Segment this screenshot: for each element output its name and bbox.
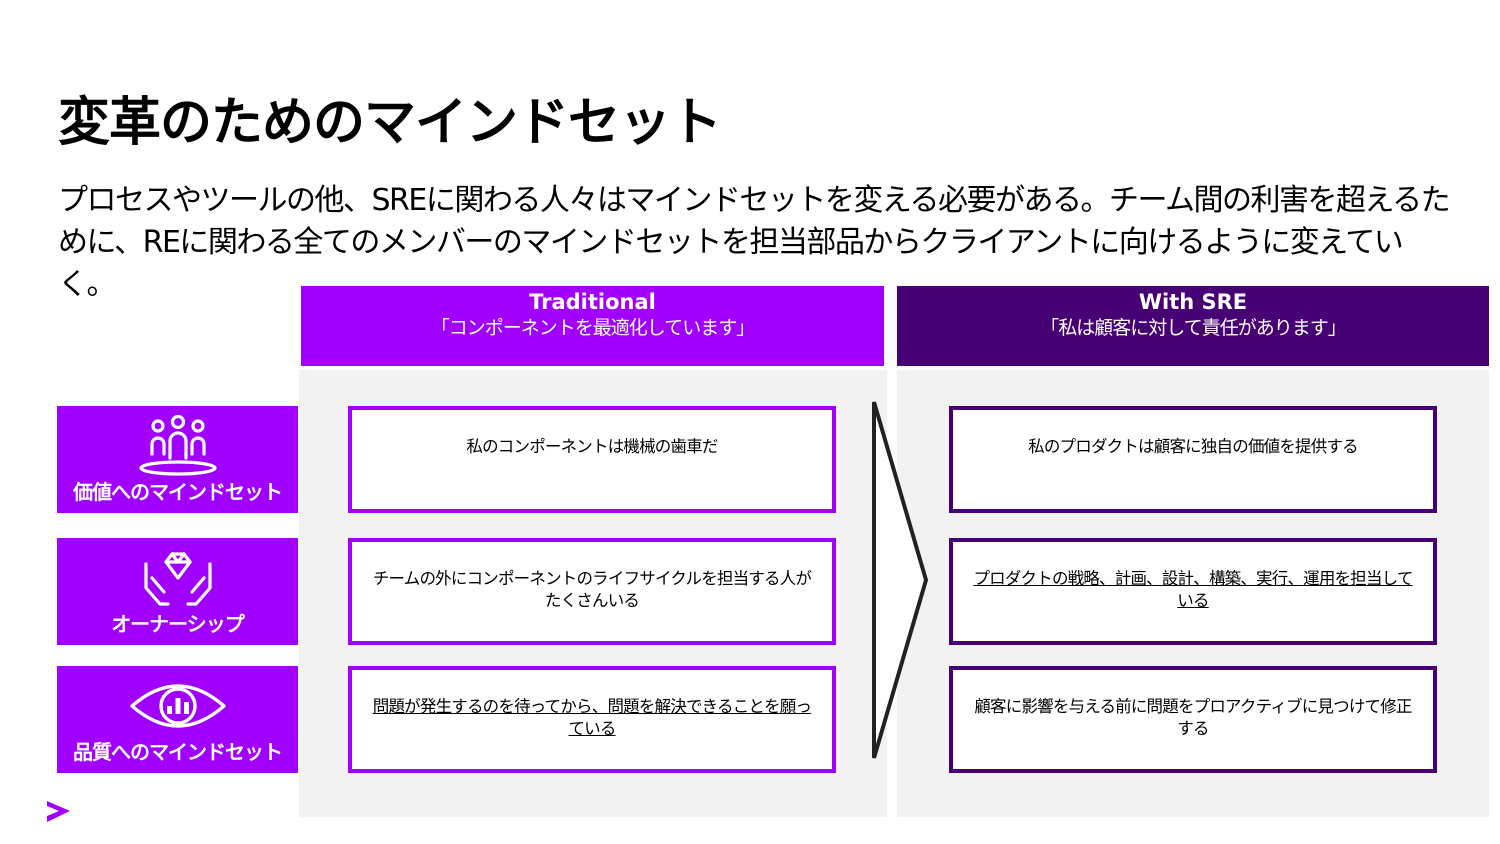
sre-header-subtitle: 「私は顧客に対して責任があります」 [1040, 317, 1346, 339]
sre-card: 私のプロダクトは顧客に独自の価値を提供する [949, 406, 1437, 513]
people-icon [136, 414, 220, 480]
traditional-card: チームの外にコンポーネントのライフサイクルを担当する人がたくさんいる [348, 538, 836, 645]
hands-diamond-icon [138, 550, 218, 616]
sre-card-text: 私のプロダクトは顧客に独自の価値を提供する [1028, 437, 1359, 456]
sre-header-title: With SRE [1138, 290, 1248, 314]
row-label-text: オーナーシップ [111, 612, 245, 636]
traditional-card-text: 問題が発生するのを待ってから、問題を解決できることを願っている [372, 697, 812, 738]
eye-chart-icon [128, 680, 228, 736]
row-label-text: 価値へのマインドセット [73, 480, 283, 504]
traditional-card-text: チームの外にコンポーネントのライフサイクルを担当する人がたくさんいる [372, 569, 812, 610]
traditional-card-text: 私のコンポーネントは機械の歯車だ [466, 437, 718, 456]
traditional-card: 私のコンポーネントは機械の歯車だ [348, 406, 836, 513]
sre-card-text: 顧客に影響を与える前に問題をプロアクティブに見つけて修正する [974, 697, 1412, 738]
row-label-text: 品質へのマインドセット [73, 740, 283, 764]
slide-subtitle: プロセスやツールの他、SREに関わる人々はマインドセットを変える必要がある。チー… [58, 183, 1451, 302]
row-label-value-mindset: 価値へのマインドセット [57, 406, 298, 513]
row-label-quality-mindset: 品質へのマインドセット [57, 666, 298, 773]
slide-title: 変革のためのマインドセット [58, 93, 722, 153]
accenture-logo-icon [44, 798, 72, 830]
traditional-card: 問題が発生するのを待ってから、問題を解決できることを願っている [348, 666, 836, 773]
sre-header: With SRE 「私は顧客に対して責任があります」 [897, 286, 1489, 366]
traditional-header-subtitle: 「コンポーネントを最適化しています」 [430, 317, 755, 339]
sre-card: 顧客に影響を与える前に問題をプロアクティブに見つけて修正する [949, 666, 1437, 773]
sre-card-text: プロダクトの戦略、計画、設計、構築、実行、運用を担当している [973, 569, 1413, 610]
traditional-header-title: Traditional [529, 290, 656, 314]
traditional-header: Traditional 「コンポーネントを最適化しています」 [301, 286, 884, 366]
transition-chevron-icon [866, 398, 934, 766]
sre-card: プロダクトの戦略、計画、設計、構築、実行、運用を担当している [949, 538, 1437, 645]
row-label-ownership: オーナーシップ [57, 538, 298, 645]
